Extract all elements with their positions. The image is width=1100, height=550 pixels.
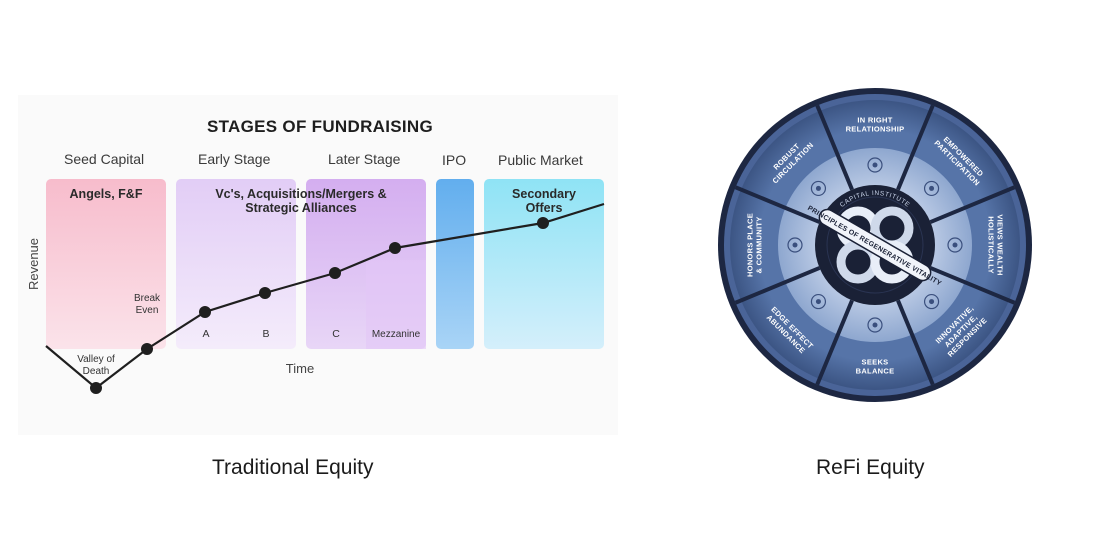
wheel-divider [896,104,935,191]
label-break-2: Even [136,305,159,316]
principle-glyph-icon [810,293,827,310]
principle-glyph-icon [867,317,883,333]
principle-glyph-dot-icon [815,299,821,305]
stage-ipo: IPO [442,152,467,168]
wheel-divider [929,266,1016,305]
principle-glyph-dot-icon [952,242,958,248]
wheel-segment-label: BALANCE [856,367,895,376]
refi-wheel: IN RIGHTRELATIONSHIPEMPOWEREDPARTICIPATI… [718,88,1032,402]
wheel-divider [929,185,1016,224]
principle-glyph-icon [787,237,803,253]
wheel-dividers [734,104,1016,386]
label-a: A [202,328,209,340]
principle-glyph-icon [923,293,940,310]
block-ipo [436,179,474,349]
principle-glyph-icon [923,180,940,197]
stage-public-market: Public Market [498,152,583,168]
point-secondary [537,217,549,229]
block-seed [46,179,166,349]
label-b: B [262,328,269,340]
label-c: C [332,328,340,340]
point-a [199,306,211,318]
x-axis-label: Time [286,361,314,376]
label-break-1: Break [134,293,161,304]
principle-glyph-dot-icon [792,242,798,248]
principle-glyph-icon [810,180,827,197]
label-vcs-2: Strategic Alliances [245,201,356,215]
principle-glyph-dot-icon [872,162,878,168]
label-secondary-1: Secondary [512,187,576,201]
wheel-divider [734,185,821,224]
wheel-segment-label: HONORS PLACE [746,213,755,277]
label-mezzanine: Mezzanine [372,329,421,340]
wheel-glyphs [787,157,963,333]
wheel-segment: HONORS PLACE& COMMUNITY [746,213,764,277]
stage-early: Early Stage [198,151,271,167]
wheel-divider [815,104,854,191]
point-c [329,267,341,279]
wheel-segment-label: SEEKS [862,358,889,367]
caption-refi: ReFi Equity [816,456,925,479]
label-vcs-1: Vc's, Acquisitions/Mergers & [215,187,386,201]
principle-glyph-icon [867,157,883,173]
principle-glyph-dot-icon [872,322,878,328]
point-b [259,287,271,299]
block-public [484,179,604,349]
point-mezzanine [389,242,401,254]
wheel-segment-label: IN RIGHT [857,116,892,125]
point-valley [90,382,102,394]
wheel-segment-label: & COMMUNITY [755,216,764,273]
diagram-title: STAGES OF FUNDRAISING [206,117,434,136]
label-angels: Angels, F&F [70,187,143,201]
wheel-divider [896,299,935,386]
stage-seed-capital: Seed Capital [64,151,145,167]
fundraising-diagram: Angels, F&F Vc's, Acquisitions/Mergers &… [26,179,605,394]
label-valley-1: Valley of [77,354,115,365]
wheel-divider [734,266,821,305]
caption-traditional: Traditional Equity [212,456,374,479]
principle-glyph-dot-icon [929,299,935,305]
point-break-even [141,343,153,355]
wheel-segment-label: RELATIONSHIP [846,125,905,134]
label-secondary-2: Offers [526,201,563,215]
principle-glyph-dot-icon [815,185,821,191]
label-valley-2: Death [83,366,110,377]
wheel-segment-label: HOLISTICALLY [987,216,996,274]
wheel-divider [815,299,854,386]
y-axis-label: Revenue [26,238,41,290]
principle-glyph-dot-icon [929,185,935,191]
principle-glyph-icon [947,237,963,253]
stage-later: Later Stage [328,151,401,167]
wheel-segment-label: VIEWS WEALTH [996,214,1005,275]
block-mezzanine [366,260,426,349]
